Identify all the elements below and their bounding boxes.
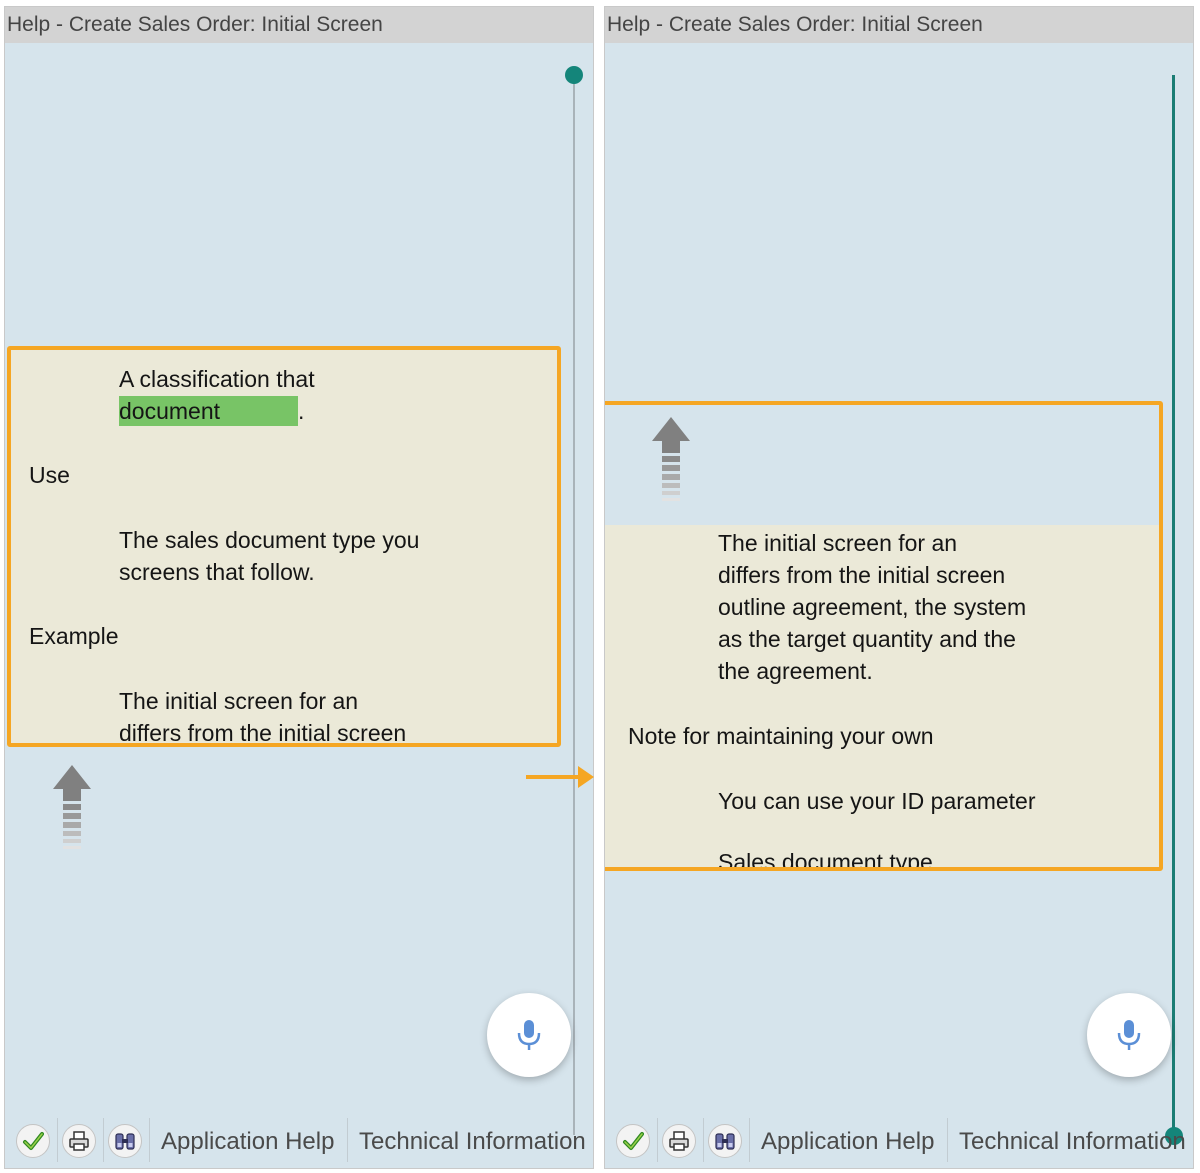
print-icon bbox=[669, 1131, 689, 1151]
section-heading-example: Example bbox=[29, 623, 119, 649]
technical-information-button[interactable]: Technical Information bbox=[959, 1128, 1186, 1155]
voice-input-button[interactable] bbox=[487, 993, 571, 1077]
help-text-line: . bbox=[298, 398, 305, 424]
microphone-icon bbox=[1117, 1020, 1141, 1050]
help-panel-right: Help - Create Sales Order: Initial Scree… bbox=[604, 6, 1194, 1169]
technical-information-button[interactable]: Technical Information bbox=[359, 1128, 586, 1155]
scroll-track[interactable] bbox=[1172, 75, 1175, 1137]
help-text-line: A classification that bbox=[119, 366, 315, 392]
help-text-line: The sales document type you bbox=[119, 527, 420, 553]
confirm-button[interactable] bbox=[616, 1124, 650, 1158]
help-text-line: You can use your ID parameter bbox=[718, 788, 1036, 814]
voice-input-button[interactable] bbox=[1087, 993, 1171, 1077]
checkmark-icon bbox=[23, 1132, 44, 1150]
section-heading-use: Use bbox=[29, 462, 70, 488]
confirm-button[interactable] bbox=[16, 1124, 50, 1158]
help-toolbar: Application Help Technical Information bbox=[605, 1116, 1193, 1168]
window-title: Help - Create Sales Order: Initial Scree… bbox=[5, 7, 593, 43]
find-button[interactable] bbox=[108, 1124, 142, 1158]
help-text-line-cut: Sales document type bbox=[718, 849, 933, 867]
help-text-line: the agreement. bbox=[718, 658, 873, 684]
scroll-up-arrow-icon bbox=[53, 765, 91, 849]
application-help-button[interactable]: Application Help bbox=[161, 1128, 335, 1155]
help-text-line: screens that follow. bbox=[119, 559, 315, 585]
application-help-button[interactable]: Application Help bbox=[761, 1128, 935, 1155]
window-title: Help - Create Sales Order: Initial Scree… bbox=[605, 7, 1193, 43]
help-text-line: as the target quantity and the bbox=[718, 626, 1016, 652]
microphone-icon bbox=[517, 1020, 541, 1050]
toolbar-separator bbox=[947, 1118, 948, 1162]
print-button[interactable] bbox=[662, 1124, 696, 1158]
highlighted-term: document bbox=[119, 398, 221, 424]
scroll-up-arrow-icon bbox=[652, 417, 690, 501]
binoculars-icon bbox=[715, 1133, 735, 1150]
toolbar-separator bbox=[57, 1118, 58, 1162]
scroll-track[interactable] bbox=[573, 75, 575, 1135]
help-text-line: differs from the initial screen bbox=[718, 562, 1006, 588]
find-button[interactable] bbox=[708, 1124, 742, 1158]
toolbar-separator bbox=[657, 1118, 658, 1162]
toolbar-separator bbox=[347, 1118, 348, 1162]
binoculars-icon bbox=[115, 1133, 135, 1150]
help-text-line: The initial screen for an bbox=[119, 688, 359, 714]
scroll-knob[interactable] bbox=[565, 66, 583, 84]
section-heading-note: Note for maintaining your own bbox=[628, 723, 934, 749]
transition-arrow-icon bbox=[526, 766, 594, 788]
help-text-area: The initial screen for an differs from t… bbox=[605, 525, 1159, 867]
toolbar-separator bbox=[749, 1118, 750, 1162]
print-icon bbox=[69, 1131, 89, 1151]
help-toolbar: Application Help Technical Information bbox=[5, 1116, 593, 1168]
help-text-line: outline agreement, the system bbox=[718, 594, 1027, 620]
toolbar-separator bbox=[703, 1118, 704, 1162]
help-text-line: differs from the initial screen bbox=[119, 720, 407, 745]
toolbar-separator bbox=[103, 1118, 104, 1162]
scroll-knob[interactable] bbox=[1165, 1127, 1183, 1145]
help-text-line: The initial screen for an bbox=[718, 530, 958, 556]
help-panel-left: Help - Create Sales Order: Initial Scree… bbox=[4, 6, 594, 1169]
help-text-area: A classification that document . Use The… bbox=[11, 350, 559, 745]
text-highlight bbox=[119, 396, 298, 426]
toolbar-separator bbox=[149, 1118, 150, 1162]
checkmark-icon bbox=[623, 1132, 644, 1150]
print-button[interactable] bbox=[62, 1124, 96, 1158]
